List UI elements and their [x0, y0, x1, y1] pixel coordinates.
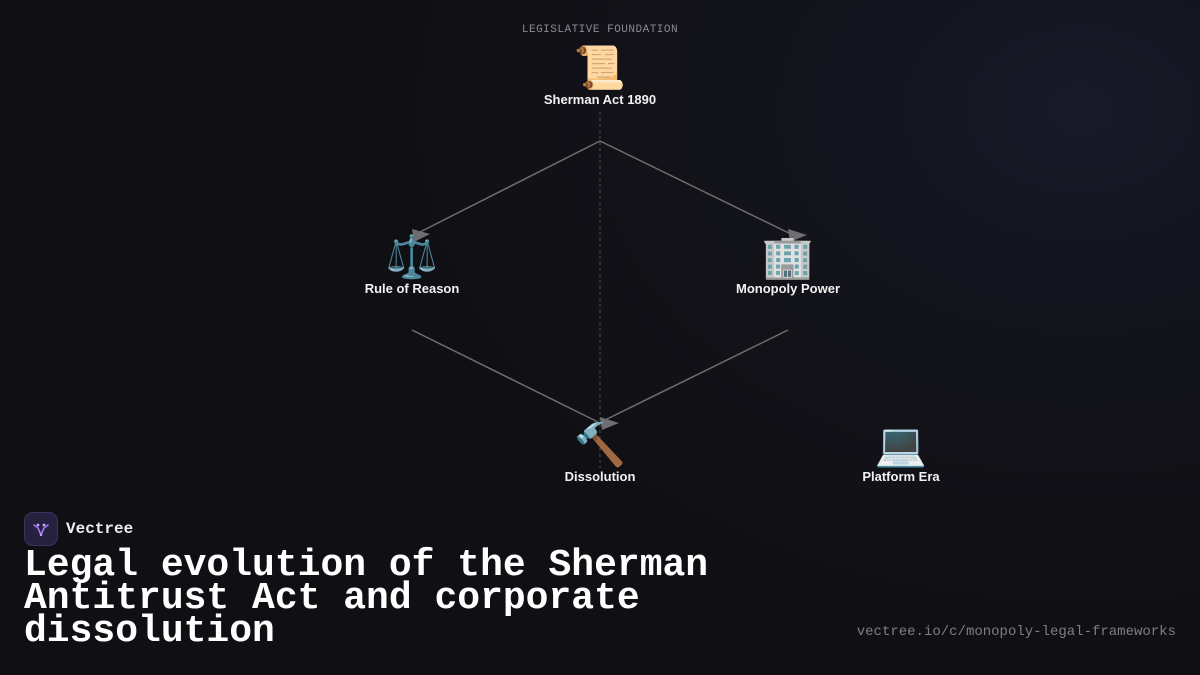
- arrowhead-monopoly: [788, 229, 807, 242]
- arrowhead-reason: [412, 229, 430, 242]
- arrowhead-dissolution: [600, 417, 619, 430]
- node-label: Monopoly Power: [736, 281, 840, 296]
- section-eyebrow: LEGISLATIVE FOUNDATION: [521, 24, 679, 36]
- brand: Vectree: [24, 512, 133, 546]
- brand-name: Vectree: [66, 520, 134, 538]
- edge-sherman-to-reason: [419, 140, 601, 233]
- hammer-icon: 🔨: [573, 420, 627, 469]
- source-url[interactable]: vectree.io/c/monopoly-legal-frameworks: [856, 624, 1176, 640]
- node-rule-of-reason[interactable]: ⚖️ Rule of Reason: [302, 232, 522, 297]
- node-label: Platform Era: [862, 469, 940, 484]
- node-sherman-act[interactable]: 📜 Sherman Act 1890: [490, 43, 710, 108]
- laptop-icon: 💻: [874, 420, 928, 469]
- node-label: Dissolution: [564, 469, 636, 484]
- node-label: Sherman Act 1890: [543, 92, 657, 107]
- node-monopoly-power[interactable]: 🏢 Monopoly Power: [678, 232, 898, 297]
- vectree-logo-icon: [24, 512, 58, 546]
- edge-reason-to-dissolution: [411, 329, 599, 423]
- scales-icon: ⚖️: [385, 232, 439, 281]
- page-title: Legal evolution of the Sherman Antitrust…: [24, 544, 709, 653]
- scroll-icon: 📜: [573, 43, 627, 92]
- node-platform-era[interactable]: 💻 Platform Era: [791, 420, 1011, 485]
- office-building-icon: 🏢: [761, 232, 815, 281]
- edge-monopoly-to-dissolution: [604, 329, 789, 421]
- node-label: Rule of Reason: [364, 281, 460, 296]
- node-dissolution[interactable]: 🔨 Dissolution: [490, 420, 710, 485]
- edge-sherman-to-monopoly: [599, 140, 796, 237]
